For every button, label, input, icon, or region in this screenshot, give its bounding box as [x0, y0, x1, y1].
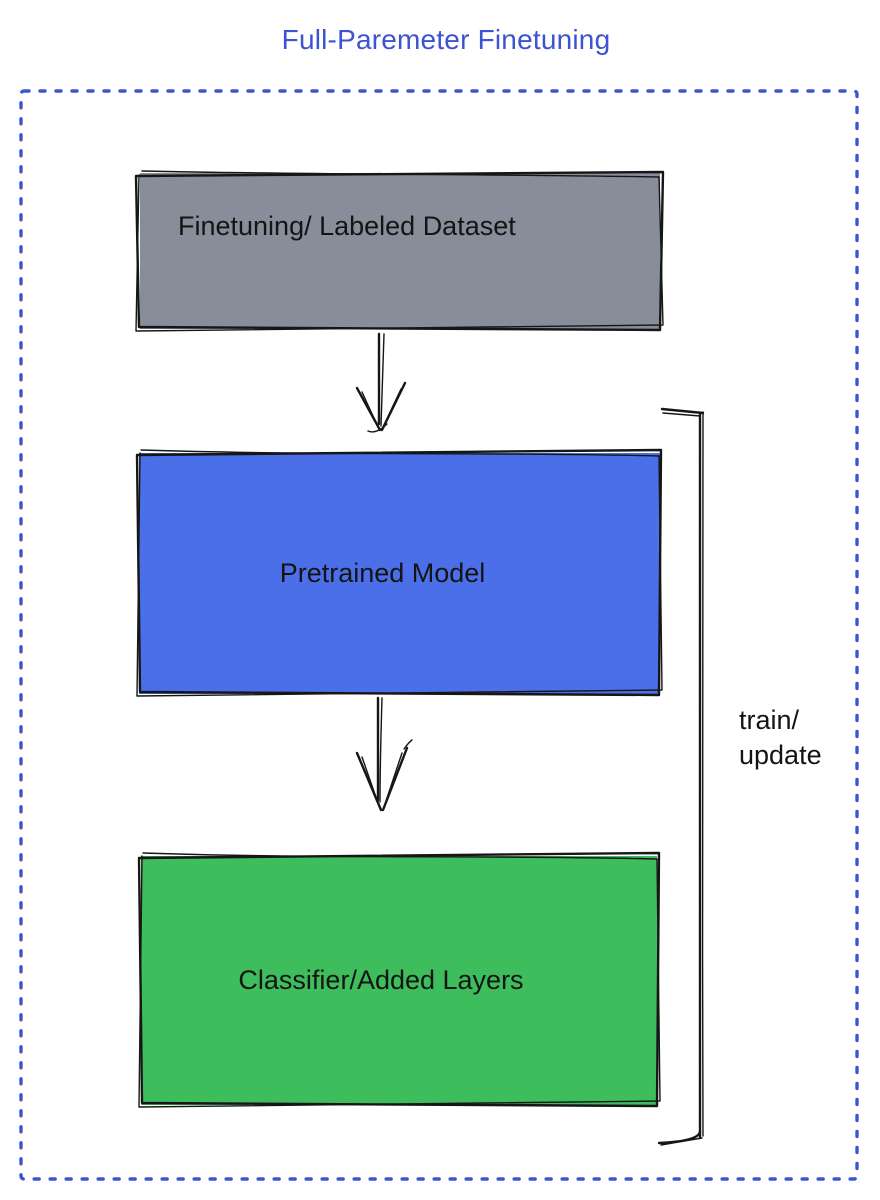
- bracket-annotation-line1: train/: [739, 705, 800, 735]
- train-update-bracket: [657, 407, 705, 1146]
- box-pretrained-model: Pretrained Model: [139, 453, 660, 694]
- box-classifier-added-layers: Classifier/Added Layers: [141, 856, 657, 1105]
- box-finetuning-dataset: Finetuning/ Labeled Dataset: [140, 173, 660, 329]
- bracket-annotation: train/ update: [739, 703, 822, 773]
- box-pretrained-model-label: Pretrained Model: [279, 558, 486, 588]
- box-finetuning-dataset-label: Finetuning/ Labeled Dataset: [178, 211, 516, 241]
- arrow-dataset-to-pretrained: [355, 332, 407, 433]
- box-classifier-added-layers-label: Classifier/Added Layers: [238, 965, 524, 995]
- bracket-annotation-line2: update: [739, 740, 822, 770]
- arrow-pretrained-to-classifier: [355, 696, 413, 812]
- diagram-title: Full-Paremeter Finetuning: [281, 24, 611, 55]
